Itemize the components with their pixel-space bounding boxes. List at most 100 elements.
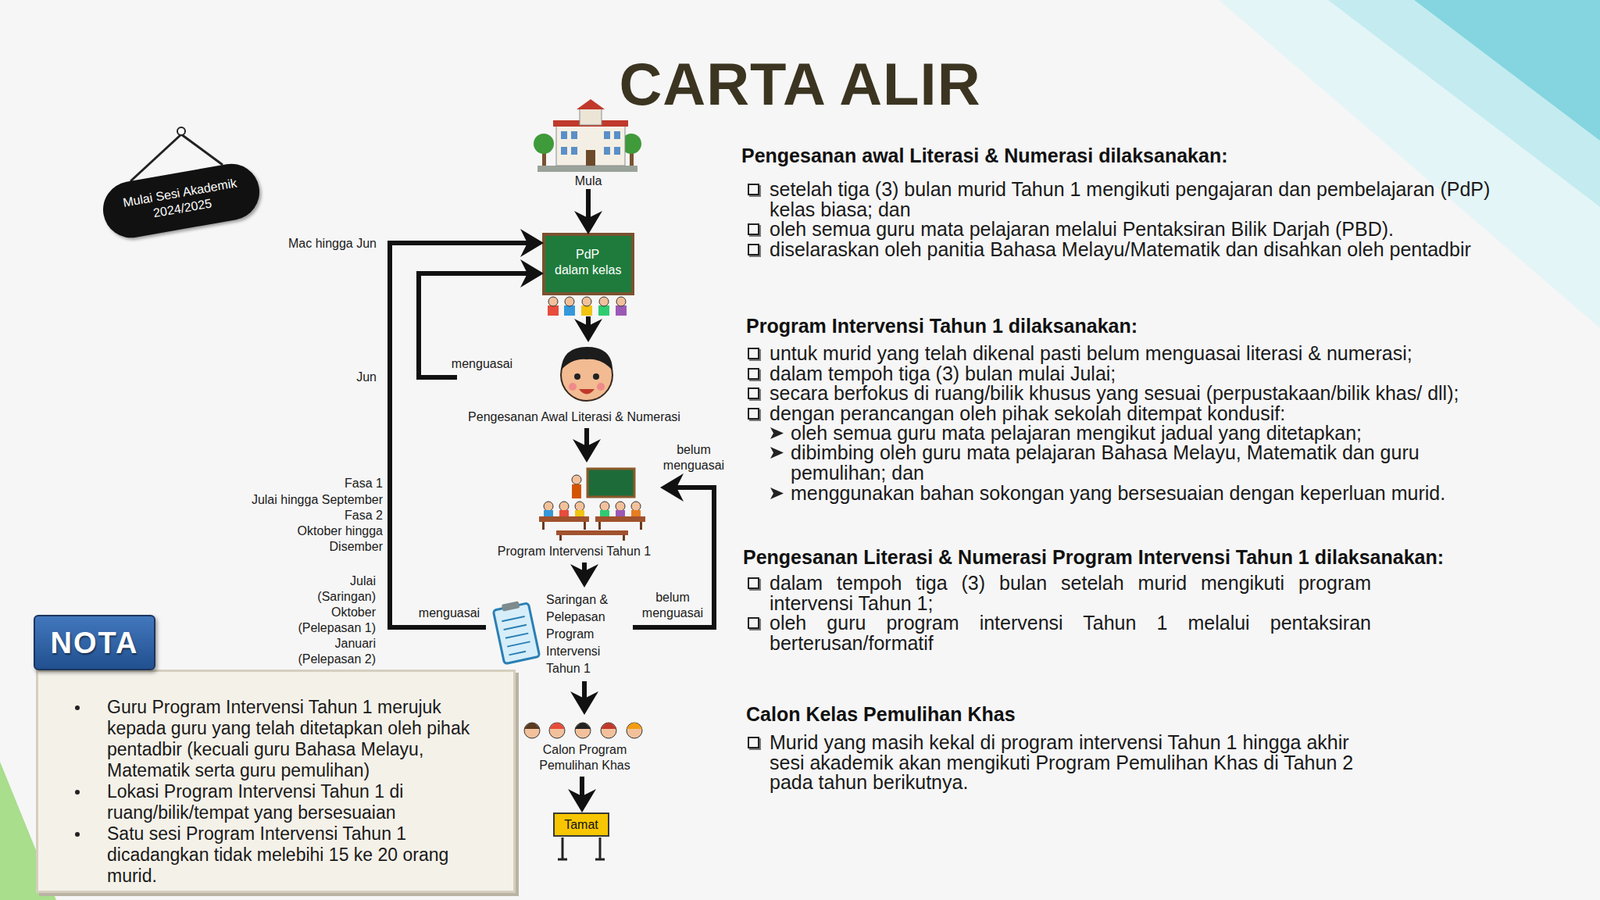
timeline-label: Julai hingga September xyxy=(226,492,383,508)
desk-leg xyxy=(598,521,601,530)
bullet-square xyxy=(747,407,760,420)
window xyxy=(614,146,621,155)
pupil-head xyxy=(631,501,641,511)
bullet-text: dengan perancangan oleh pihak sekolah di… xyxy=(769,403,1286,425)
corner-wash xyxy=(1218,0,1600,329)
bullet-text: menggunakan bahan sokongan yang bersesua… xyxy=(790,483,1446,504)
note-text: Guru Program Intervensi Tahun 1 merujuk … xyxy=(107,696,486,782)
timeline-label: Fasa 1 xyxy=(226,475,383,492)
sub-bullet-arrow xyxy=(770,487,784,500)
teacher-head xyxy=(571,475,582,485)
desk xyxy=(556,530,629,536)
assessment-node: Pengesanan Awal Literasi & Numerasi xyxy=(457,342,692,429)
clipboard xyxy=(492,603,540,665)
node-label: Saringan & Pelepasan Program Intervensi … xyxy=(546,591,625,678)
checklist-line xyxy=(507,641,530,647)
pupil-body xyxy=(543,510,554,517)
window xyxy=(560,131,568,140)
timeline-label: Fasa 2 xyxy=(226,507,383,524)
desk-leg xyxy=(622,535,625,541)
note-badge: NOTA xyxy=(33,614,156,671)
bullet-text: diselaraskan oleh panitia Bahasa Melayu/… xyxy=(769,239,1472,261)
flow-connector xyxy=(582,681,587,700)
pupil-body xyxy=(547,305,559,316)
bullet-square xyxy=(747,367,760,380)
sub-bullet xyxy=(770,487,784,500)
bullet-square xyxy=(747,243,760,256)
bullet-text: dalam tempoh tiga (3) bulan setelah muri… xyxy=(769,573,1372,614)
corner-triangle xyxy=(1414,0,1600,141)
bullet-square xyxy=(747,387,760,400)
tower-roof xyxy=(576,99,605,110)
note-item: Lokasi Program Intervensi Tahun 1 di rua… xyxy=(107,781,498,824)
timeline-label: Oktober hingga Disember xyxy=(281,523,383,555)
sub-bullet-arrow xyxy=(770,427,784,440)
screening-node: Saringan & Pelepasan Program Intervensi … xyxy=(485,587,633,682)
node-label: Calon Program Pemulihan Khas xyxy=(534,742,636,774)
window xyxy=(603,146,611,155)
bullet-text: setelah tiga (3) bulan murid Tahun 1 men… xyxy=(769,179,1512,220)
bullet-text: dibimbing oleh guru mata pelajaran Bahas… xyxy=(790,442,1463,483)
edge-label: menguasai xyxy=(416,605,483,622)
timeline-label: Jun xyxy=(298,369,377,386)
sign-foot xyxy=(595,858,605,861)
pupil-head xyxy=(616,296,626,307)
section-heading: Pengesanan Literasi & Numerasi Program I… xyxy=(742,546,1444,568)
pupil-body xyxy=(600,510,610,517)
sub-bullet xyxy=(770,427,784,440)
pupil-body xyxy=(598,305,610,316)
hanging-sign: Mulai Sesi Akademik 2024/2025 xyxy=(98,159,264,243)
bullet-text: secara berfokus di ruang/bilik khusus ya… xyxy=(769,383,1459,404)
desk-leg xyxy=(583,521,586,530)
pupil-head xyxy=(543,501,554,511)
ground xyxy=(537,165,638,172)
bullet-text: oleh guru program intervensi Tahun 1 mel… xyxy=(769,613,1372,654)
desk-leg xyxy=(559,535,562,541)
section-heading: Calon Kelas Pemulihan Khas xyxy=(746,703,1016,725)
pupil-body xyxy=(581,305,593,316)
node-label: Tamat xyxy=(554,814,608,836)
pupil-head xyxy=(548,296,558,307)
sign-leg xyxy=(599,837,602,860)
bullet-square xyxy=(747,577,760,590)
bullet-square xyxy=(747,183,760,196)
note-list: Guru Program Intervensi Tahun 1 merujuk … xyxy=(107,696,498,887)
hair xyxy=(560,346,613,371)
pupil-head xyxy=(575,501,585,511)
timeline-label: (Pelepasan 1) xyxy=(258,620,376,636)
flow-connector xyxy=(584,428,590,447)
pupil-head xyxy=(559,501,569,511)
pupil-body xyxy=(575,510,585,517)
edge-label: belum menguasai xyxy=(636,589,709,622)
checklist-line xyxy=(501,616,525,622)
window xyxy=(571,146,578,155)
pupil-head xyxy=(615,501,625,511)
chalkboard xyxy=(543,234,633,294)
bullet-dot xyxy=(75,705,80,711)
desk xyxy=(595,516,646,522)
node-label: Mula xyxy=(532,173,645,190)
intervention-node: Program Intervensi Tahun 1 xyxy=(488,462,661,563)
pupil-head xyxy=(582,296,592,307)
teacher-body xyxy=(571,484,582,499)
note-text: Satu sesi Program Intervensi Tahun 1 dic… xyxy=(107,823,486,887)
chalkboard xyxy=(587,468,635,497)
eye xyxy=(592,373,600,380)
desk xyxy=(539,516,590,522)
node-label: Pengesanan Awal Literasi & Numerasi xyxy=(457,409,692,425)
candidate-node: Calon Program Pemulihan Khas xyxy=(519,714,650,777)
section-heading: Program Intervensi Tahun 1 dilaksanakan: xyxy=(746,315,1138,337)
bullet-text: Murid yang masih kekal di program interv… xyxy=(769,732,1368,793)
bullet-text: untuk murid yang telah dikenal pasti bel… xyxy=(769,343,1413,365)
desk-leg xyxy=(639,521,643,530)
bullet-dot xyxy=(75,789,80,795)
sub-bullet-arrow xyxy=(770,446,784,459)
cheek xyxy=(568,382,577,391)
node-label: PdP dalam kelas xyxy=(554,246,625,279)
mouth xyxy=(578,389,595,395)
flow-connector xyxy=(585,316,591,327)
note-panel: Guru Program Intervensi Tahun 1 merujuk … xyxy=(35,669,516,893)
child-face xyxy=(560,346,613,401)
flow-connector xyxy=(582,562,587,572)
